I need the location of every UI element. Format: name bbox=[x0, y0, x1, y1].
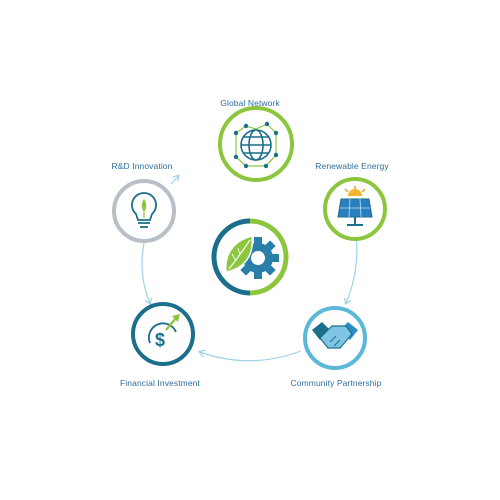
node-financial-investment: $ bbox=[131, 302, 195, 366]
globe-network-icon bbox=[233, 121, 279, 169]
dollar-growth-icon: $ bbox=[147, 314, 180, 350]
svg-text:$: $ bbox=[155, 330, 165, 350]
node-global-network bbox=[218, 106, 294, 182]
center-ring-blue bbox=[211, 218, 251, 296]
lightbulb-icon bbox=[131, 192, 157, 228]
label-financial-investment: Financial Investment bbox=[120, 378, 200, 388]
center-ring-green bbox=[249, 218, 289, 296]
center-node bbox=[211, 218, 289, 296]
solar-panel-icon bbox=[337, 186, 373, 226]
connector-renewable-to-community bbox=[346, 233, 358, 303]
handshake-icon bbox=[312, 322, 358, 349]
node-renewable-energy bbox=[323, 177, 387, 241]
label-community-partnership: Community Partnership bbox=[290, 378, 382, 388]
connector-rd-to-financial bbox=[141, 242, 150, 303]
label-global-network: Global Network bbox=[220, 98, 280, 108]
label-renewable-energy: Renewable Energy bbox=[315, 161, 389, 171]
node-community-partnership bbox=[303, 306, 367, 370]
label-rd-innovation: R&D Innovation bbox=[111, 161, 173, 171]
connector-community-to-financial bbox=[200, 351, 302, 362]
connector-rd-to-global bbox=[170, 176, 178, 185]
node-rd-innovation bbox=[112, 179, 176, 243]
